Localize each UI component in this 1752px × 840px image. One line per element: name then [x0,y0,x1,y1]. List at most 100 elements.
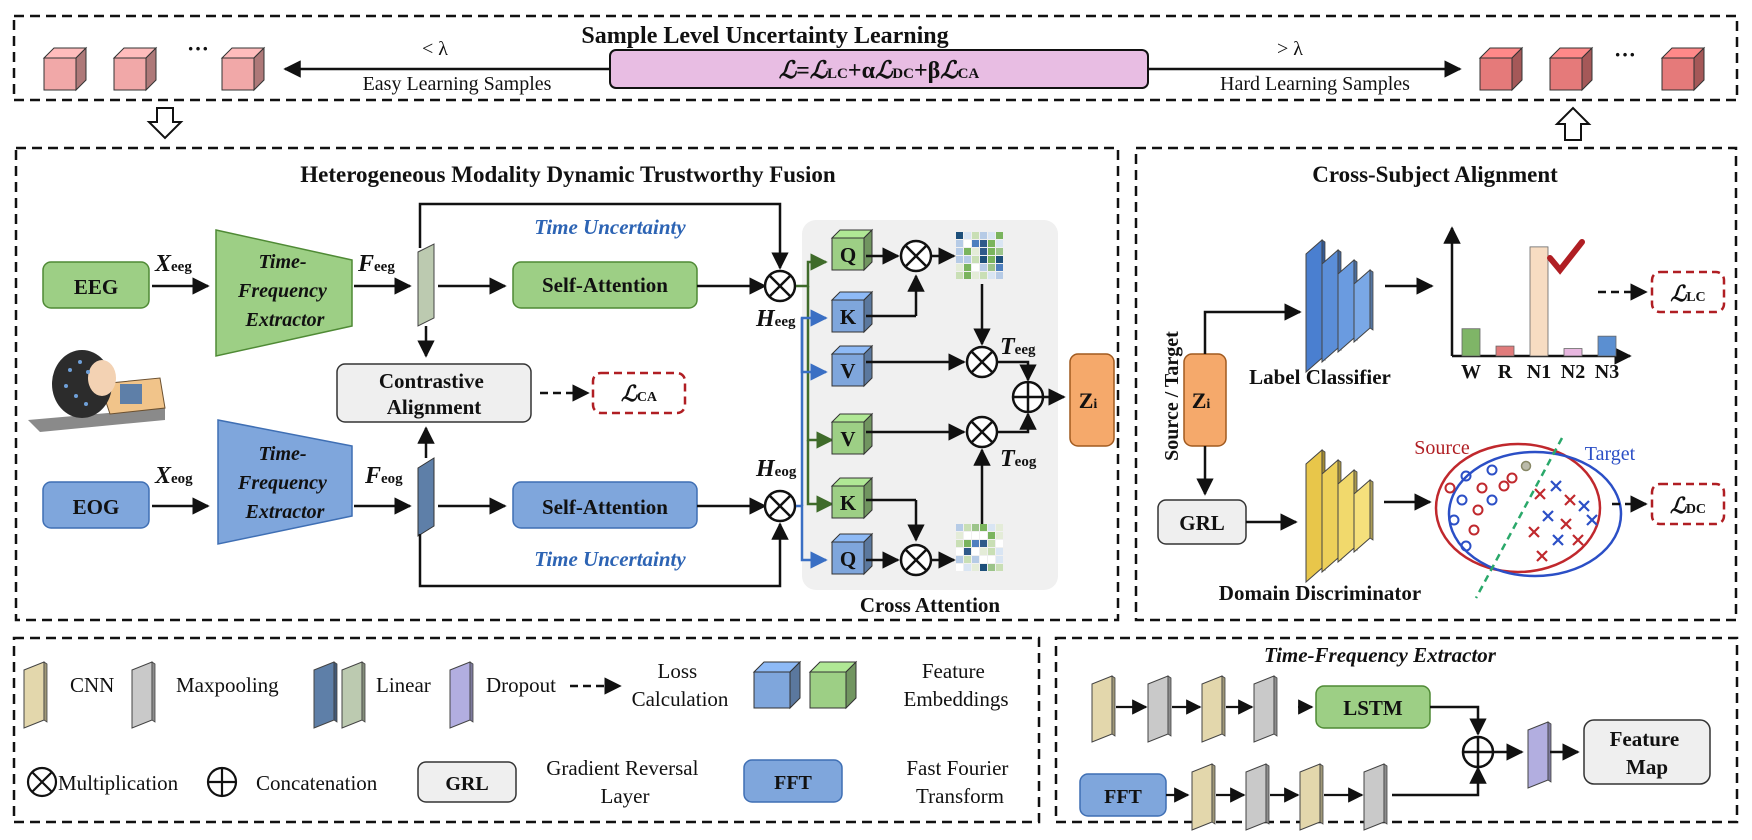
panel-alignment-border [1134,146,1738,622]
scatter-source-point [1486,464,1498,476]
legend-multiply-icon [26,766,58,798]
tfe-fft-label: FFT [1104,786,1142,808]
legend-fft: FFT [774,772,812,794]
eog-label: EOG [73,495,120,519]
legend-concat-icon [206,766,238,798]
legend-dropout: Dropout [486,673,556,697]
source-label: Source [1414,437,1470,459]
cross-attention-label: Cross Attention [860,593,1001,617]
alignment-zi-label: Zi [1192,388,1211,413]
tfe-arrows [1166,699,1580,803]
legend-fft-desc: Fast Fourier Transform [906,756,1013,808]
loss-ca-box [591,371,687,415]
legend-cube-blue [752,660,802,710]
scatter-target-point [1550,480,1562,492]
scatter-target-point [1586,514,1598,526]
legend-cube-green [808,660,858,710]
bar-N1 [1529,246,1549,357]
easy-sample-cube [220,46,266,92]
concat-node [998,360,1066,434]
h-eeg-label: Heeg [755,306,796,332]
legend-fft-box [743,759,843,803]
target-label: Target [1585,443,1636,465]
hard-sample-cube [1548,46,1594,92]
hard-sample-cube [1478,46,1524,92]
loss-ca-label: ℒCA [621,381,658,406]
alignment-title: Cross-Subject Alignment [1312,162,1558,187]
f-eog-label: Feog [364,463,403,489]
legend-maxpool-slab [131,661,156,729]
scatter-source-point [1456,494,1468,506]
scatter-highlight-point [1520,460,1532,472]
tfe-cnn-slab [1091,675,1116,743]
label-classifier-stack [1305,238,1374,374]
classifier-layer [1353,268,1374,344]
easy-sample-cube [42,46,88,92]
loss-formula: ℒ=ℒLC+αℒDC+βℒCA [779,58,980,84]
tfe-title: Time-Frequency Extractor [1264,643,1497,667]
attention-cube-label-k: K [840,491,857,515]
bar-label-N3: N3 [1595,361,1619,383]
greater-lambda: > λ [1277,38,1303,60]
bar-W [1461,328,1481,357]
feature-map-label: Feature Map [1610,727,1685,779]
t-eeg-multiply [866,284,999,379]
bar-N3 [1597,335,1617,357]
hard-ellipsis: ··· [1614,42,1636,67]
attention-cube-v [830,412,874,456]
easy-ellipsis: ··· [187,36,209,61]
bar-label-N1: N1 [1527,361,1551,383]
tfe-cnn-slab [1299,763,1324,831]
attention-cube-label-k: K [840,305,857,329]
scatter-source-point [1476,482,1488,494]
attention-cube-v [830,344,874,388]
bar-label-W: W [1461,361,1481,383]
loss-lc-box [1650,270,1726,314]
x-eeg-label: Xeeg [154,251,192,277]
legend-linear-slab-blue [313,661,338,729]
tfe-maxpool-slab [1147,675,1172,743]
legend-cnn: CNN [70,673,114,697]
grl-label: GRL [1179,511,1225,535]
zi-box [1069,353,1115,447]
attention-cube-k [830,290,874,334]
panel-uncertainty-border [12,14,1739,102]
legend-linear: Linear [376,673,431,697]
domain-scatter [1434,437,1623,599]
attention-cube-q [830,228,874,272]
hard-sample-cube [1660,46,1706,92]
zi-label: Zi [1079,388,1098,413]
eeg-input-box [42,261,150,309]
t-eeg-label: Teeg [1000,334,1036,360]
uncertainty-title: Sample Level Uncertainty Learning [581,23,948,49]
bar-label-N2: N2 [1561,361,1585,383]
legend-grl-desc: Gradient Reversal Layer [546,756,703,808]
domain-discriminator-label: Domain Discriminator [1219,581,1421,605]
legend-loss-calc: Loss Calculation [632,659,729,711]
legend-maxpooling: Maxpooling [176,673,279,697]
contrastive-alignment-box [336,363,532,423]
attention-cube-label-v: V [840,427,855,451]
discriminator-layer [1353,478,1374,554]
eog-linear-layer [417,457,435,537]
qkv-routing [796,253,834,569]
x-eog-label: Xeog [154,463,193,489]
eeg-linear-layer [417,243,435,327]
eeg-time-uncertainty: Time Uncertainty [534,215,686,239]
t-eog-label: Teog [1000,446,1037,472]
t-eog-multiply [866,415,999,524]
bar-label-R: R [1498,361,1513,383]
scatter-target-point [1528,526,1540,538]
hollow-arrow-up [1554,106,1592,141]
attention-cube-k [830,476,874,520]
legend-grl-box [417,761,517,803]
scatter-source-point [1444,482,1456,494]
eeg-extractor [215,229,353,357]
eeg-multiply-node [763,269,797,303]
source-target-label: Source / Target [1161,331,1183,461]
attention-cube-label-v: V [840,359,855,383]
scatter-target-point [1564,494,1576,506]
eog-input-box [42,481,150,529]
